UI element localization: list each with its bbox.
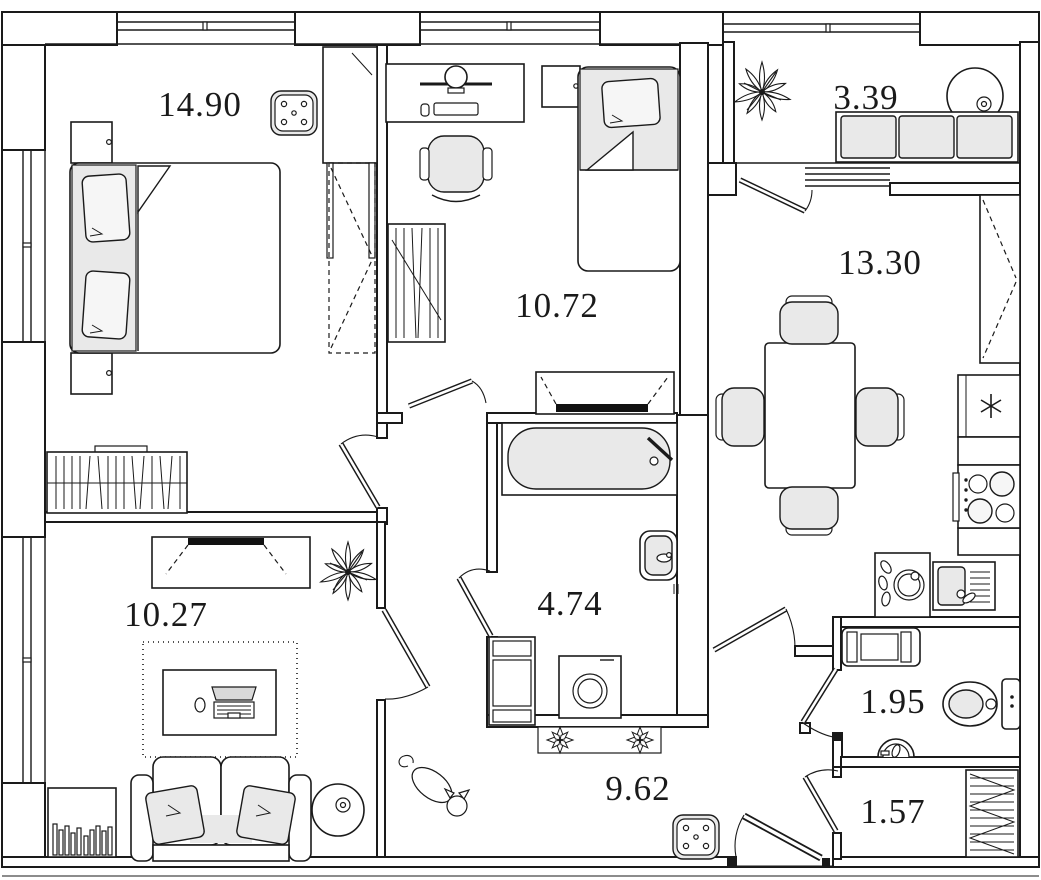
- ceiling-light-icon: [672, 814, 720, 860]
- room-bedroom: 14.90: [46, 46, 378, 514]
- sofa-icon: [130, 756, 312, 862]
- washing-machine-icon: [558, 655, 622, 719]
- window-bedroom-left-icon: [22, 150, 32, 342]
- bench-icon: [835, 111, 1019, 163]
- window-balcony-glazing-icon: [723, 23, 920, 33]
- pillow-icon: [81, 270, 131, 340]
- wardrobe-icon: [965, 769, 1019, 858]
- room-label-balcony: 3.39: [833, 78, 898, 117]
- door-balcony: [738, 177, 813, 214]
- wardrobe-icon: [322, 46, 378, 354]
- round-table-icon: [946, 67, 1004, 125]
- mouse-icon: [194, 697, 206, 713]
- tv-icon: [535, 371, 675, 415]
- door-wc: [800, 667, 839, 738]
- room-label-bathroom: 4.74: [537, 584, 602, 623]
- wardrobe-icon: [46, 445, 188, 514]
- door-living-room: [381, 608, 431, 700]
- room-kitchen: 13.30: [715, 194, 1021, 618]
- bath-mat-icon: [537, 726, 662, 754]
- pillow-icon: [145, 785, 205, 845]
- bathtub-icon: [501, 422, 678, 496]
- door-bedroom: [338, 434, 381, 509]
- room-living: 10.27: [47, 536, 378, 862]
- room-bathroom: 4.74: [488, 422, 679, 754]
- mouse-icon: [420, 103, 430, 117]
- bathroom-sink-icon: [639, 530, 679, 594]
- window-bedroom-top-icon: [117, 21, 295, 31]
- vent-hood-icon: [980, 394, 1002, 418]
- interior-walls: [44, 41, 1021, 866]
- room-wc: 1.95: [841, 627, 1021, 758]
- room-label-kids-room: 10.72: [515, 286, 599, 325]
- fridge-cabinet-icon: [979, 194, 1021, 364]
- window-kitchen-balcony-icon: [805, 167, 890, 187]
- room-label-bedroom: 14.90: [158, 85, 242, 124]
- room-label-closet: 1.57: [860, 792, 925, 831]
- room-label-kitchen: 13.30: [838, 243, 922, 282]
- rug-icon: [142, 641, 298, 758]
- room-label-wc: 1.95: [860, 682, 925, 721]
- exterior-walls: [1, 11, 1040, 877]
- water-heater-icon: [877, 738, 915, 758]
- monitor-icon: [444, 65, 468, 89]
- plant-icon: [319, 541, 378, 601]
- ceiling-light-icon: [270, 90, 318, 136]
- toilet-icon: [942, 678, 1021, 730]
- room-balcony: 3.39: [733, 61, 1019, 163]
- dining-table-icon: [764, 342, 856, 489]
- side-table-icon: [311, 783, 365, 837]
- chair-icon: [779, 486, 839, 536]
- chair-icon: [715, 387, 765, 447]
- window-living-left-icon: [22, 537, 32, 783]
- room-closet: 1.57: [860, 769, 1019, 858]
- blanket-fold-icon: [137, 165, 172, 215]
- bathroom-cabinet-icon: [488, 636, 536, 726]
- room-hallway: 9.62: [398, 754, 720, 860]
- door-kitchen: [712, 606, 796, 653]
- nightstand-icon: [70, 352, 113, 395]
- nightstand-icon: [70, 121, 113, 164]
- pillow-icon: [601, 77, 661, 129]
- kitchen-counter-icon: [957, 374, 1021, 556]
- room-kids: 10.72: [385, 63, 681, 415]
- plant-icon: [733, 61, 792, 121]
- cat-icon: [398, 754, 471, 817]
- desk-icon: [162, 669, 277, 736]
- kitchen-sink-icon: [874, 552, 931, 618]
- sink-drainer-icon: [932, 561, 996, 611]
- room-label-hallway: 9.62: [605, 769, 670, 808]
- room-label-living-room: 10.27: [124, 595, 208, 634]
- door-bathroom: [456, 568, 494, 638]
- chair-icon: [855, 387, 905, 447]
- stove-icon: [952, 464, 1021, 529]
- desk-icon: [385, 63, 525, 123]
- double-bed-icon: [69, 162, 281, 354]
- door-kids-room: [407, 378, 487, 409]
- office-chair-icon: [419, 135, 493, 203]
- chair-icon: [779, 295, 839, 345]
- bookshelf-icon: [47, 787, 117, 858]
- window-kids-top-icon: [420, 21, 600, 31]
- single-bed-icon: [577, 66, 681, 272]
- washer-icon: [841, 627, 921, 667]
- pillow-icon: [236, 785, 296, 845]
- tv-icon: [151, 536, 311, 589]
- pillow-icon: [81, 173, 131, 243]
- wardrobe-icon: [387, 223, 446, 343]
- door-closet: [802, 769, 839, 833]
- keyboard-icon: [433, 102, 479, 116]
- laptop-icon: [211, 686, 257, 719]
- blanket-fold-icon: [585, 130, 634, 171]
- door-entrance: [734, 812, 823, 862]
